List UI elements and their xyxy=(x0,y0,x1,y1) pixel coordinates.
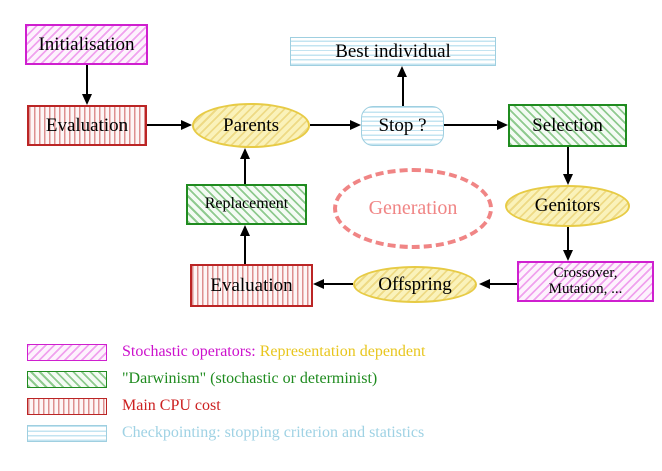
node-initialisation-label: Initialisation xyxy=(38,33,135,55)
node-selection: Selection xyxy=(508,104,627,147)
legend-swatch-checkpointing xyxy=(27,425,107,442)
arrow-stop-to-best-individual xyxy=(402,77,404,106)
node-offspring: Offspring xyxy=(353,266,477,303)
node-genitors: Genitors xyxy=(505,185,630,227)
arrowhead-parents-to-stop xyxy=(350,120,361,130)
arrow-evaluation-to-replacement xyxy=(244,236,246,264)
node-evaluation-top: Evaluation xyxy=(27,105,147,146)
node-best-individual: Best individual xyxy=(290,37,496,66)
arrowhead-selection-to-genitors xyxy=(563,174,573,185)
node-crossover-label-line2: Mutation, ... xyxy=(548,280,623,297)
arrow-parents-to-stop xyxy=(310,124,350,126)
legend-label-stochastic-operators-text: Stochastic operators: xyxy=(122,343,256,360)
arrowhead-evaluation-to-parents xyxy=(181,120,192,130)
node-parents-label: Parents xyxy=(223,114,279,136)
arrow-selection-to-genitors xyxy=(567,147,569,175)
arrow-replacement-to-parents xyxy=(244,159,246,184)
node-generation: Generation xyxy=(333,168,493,249)
legend-label-checkpointing: Checkpointing: stopping criterion and st… xyxy=(122,424,425,441)
node-stop-label: Stop ? xyxy=(378,115,427,137)
node-evaluation-bottom-label: Evaluation xyxy=(210,274,293,296)
legend-label-darwinism: "Darwinism" (stochastic or determinist) xyxy=(122,370,378,387)
node-best-individual-label: Best individual xyxy=(335,40,451,62)
arrow-initialisation-to-evaluation xyxy=(86,65,88,95)
arrowhead-genitors-to-crossover xyxy=(563,250,573,261)
node-evaluation-top-label: Evaluation xyxy=(45,114,129,136)
node-generation-label: Generation xyxy=(368,197,458,219)
arrowhead-crossover-to-offspring xyxy=(479,279,490,289)
arrowhead-offspring-to-evaluation xyxy=(313,279,324,289)
legend-swatch-main-cpu-cost xyxy=(27,398,107,415)
node-initialisation: Initialisation xyxy=(25,24,148,65)
node-evaluation-bottom: Evaluation xyxy=(190,264,313,307)
node-offspring-label: Offspring xyxy=(378,273,452,295)
arrow-stop-to-selection xyxy=(444,124,497,126)
node-replacement: Replacement xyxy=(186,184,307,225)
arrowhead-stop-to-best-individual xyxy=(397,66,407,77)
arrow-crossover-to-offspring xyxy=(490,283,517,285)
arrowhead-stop-to-selection xyxy=(497,120,508,130)
legend-swatch-darwinism xyxy=(27,371,107,388)
legend-label-main-cpu-cost: Main CPU cost xyxy=(122,397,221,414)
node-stop: Stop ? xyxy=(361,106,444,146)
arrowhead-evaluation-to-replacement xyxy=(240,225,250,236)
arrow-genitors-to-crossover xyxy=(567,227,569,251)
arrowhead-replacement-to-parents xyxy=(240,148,250,159)
legend-swatch-stochastic-operators xyxy=(27,344,107,361)
node-crossover-mutation: Crossover, Mutation, ... xyxy=(517,261,654,302)
legend-label-stochastic-operators: Stochastic operators: Representation dep… xyxy=(122,343,425,361)
node-crossover-label-line1: Crossover, xyxy=(553,264,618,281)
legend-label-representation-dependent-text: Representation dependent xyxy=(259,343,426,360)
node-parents: Parents xyxy=(192,103,310,148)
arrow-evaluation-to-parents xyxy=(147,124,181,126)
node-replacement-label: Replacement xyxy=(204,195,289,213)
node-genitors-label: Genitors xyxy=(534,195,601,217)
arrowhead-initialisation-to-evaluation xyxy=(82,94,92,105)
node-selection-label: Selection xyxy=(532,114,603,136)
arrow-offspring-to-evaluation xyxy=(324,283,353,285)
